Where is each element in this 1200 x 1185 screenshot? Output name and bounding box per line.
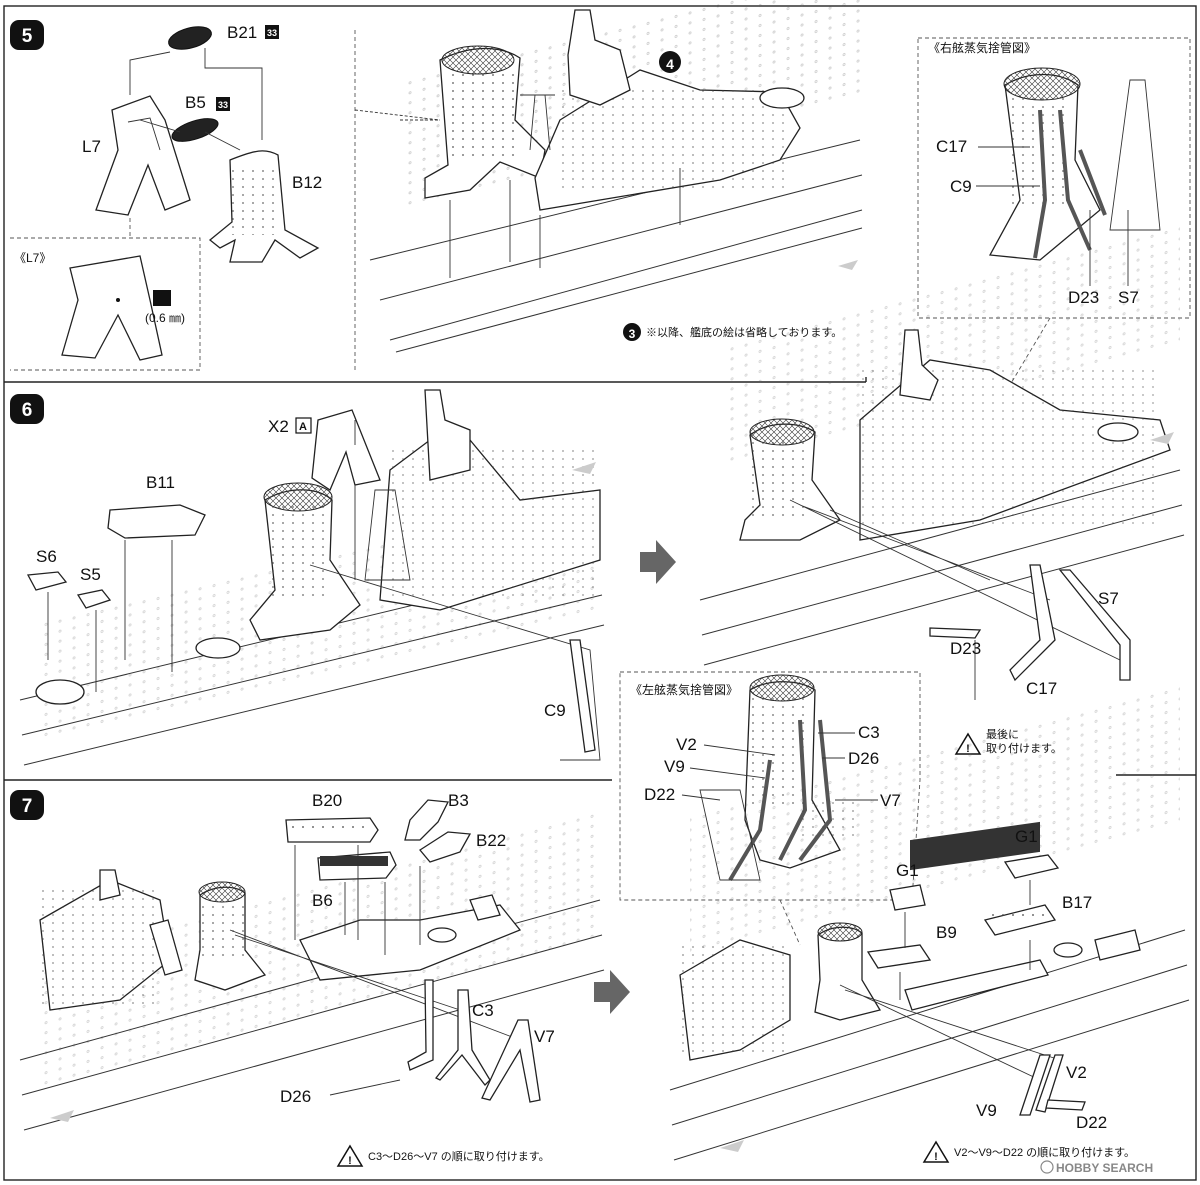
step-7-ship-view bbox=[19, 809, 605, 1131]
step-7-warning-icon: ! bbox=[336, 1144, 364, 1167]
step-7-parts bbox=[285, 799, 541, 1103]
part-label-b6: B6 bbox=[312, 891, 333, 910]
part-label-b3: B3 bbox=[448, 791, 469, 810]
part-label-c3: C3 bbox=[472, 1001, 494, 1020]
part-label-s6: S6 bbox=[36, 547, 57, 566]
part-label-v9: V9 bbox=[976, 1101, 997, 1120]
part-code-badge-b5: 33 bbox=[218, 100, 228, 110]
step-6-panel: 6 X2 A B bbox=[10, 223, 1185, 766]
step-7-badge: 7 bbox=[10, 790, 44, 820]
starboard-inset-title: 《右舷蒸気捨管図》 bbox=[928, 40, 1036, 55]
part-label-b20: B20 bbox=[312, 791, 342, 810]
svg-text:!: ! bbox=[934, 1151, 938, 1163]
part-badge-x2: A bbox=[299, 421, 307, 433]
part-label-c9: C9 bbox=[544, 701, 566, 720]
part-label-x2: X2 bbox=[268, 417, 289, 436]
inset-label-c17: C17 bbox=[936, 137, 967, 156]
step-6-parts bbox=[26, 420, 601, 761]
step-7-number: 7 bbox=[22, 796, 33, 817]
drill-size-label: (0.6 ㎜) bbox=[145, 311, 185, 325]
plate-b21-part bbox=[168, 26, 212, 50]
step-7-arrow-icon bbox=[594, 970, 630, 1014]
part-label-b17: B17 bbox=[1062, 893, 1092, 912]
watermark-text: HOBBY SEARCH bbox=[1056, 1161, 1153, 1175]
inset-label-v2: V2 bbox=[676, 735, 697, 754]
port-inset-title: 《左舷蒸気捨管図》 bbox=[630, 682, 738, 697]
step-7-result-view bbox=[669, 683, 1190, 1161]
inset-label-c9: C9 bbox=[950, 177, 972, 196]
inset-label-c3: C3 bbox=[858, 723, 880, 742]
part-label-b5: B5 bbox=[185, 93, 206, 112]
svg-text:!: ! bbox=[348, 1155, 352, 1167]
bracket-l7-part bbox=[95, 95, 191, 216]
part-label-b22: B22 bbox=[476, 831, 506, 850]
part-code-badge-b21: 33 bbox=[267, 28, 277, 38]
inset-label-v9: V9 bbox=[664, 757, 685, 776]
funnel-b12-part bbox=[208, 150, 320, 263]
part-label-l7: L7 bbox=[82, 137, 101, 156]
part-label-b12: B12 bbox=[292, 173, 322, 192]
step-6-badge: 6 bbox=[10, 394, 44, 424]
part-label-d22: D22 bbox=[1076, 1113, 1107, 1132]
step-5-panel: 5 B21 33 B5 33 L7 B12 《L7》 bbox=[10, 0, 1191, 386]
step-5-ship-view: 4 3 ※以降、艦底の絵は省略しております。 bbox=[354, 0, 863, 353]
inset-label-d26: D26 bbox=[848, 749, 879, 768]
part-label-s5: S5 bbox=[80, 565, 101, 584]
part-label-v2: V2 bbox=[1066, 1063, 1087, 1082]
step-7-right-warning-icon: ! bbox=[922, 1140, 950, 1163]
step-7-warning-text: C3～D26～V7 の順に取り付けます。 bbox=[368, 1150, 550, 1163]
step-6-number: 6 bbox=[22, 400, 33, 421]
step-7-right-warning-text: V2～V9～D22 の順に取り付けます。 bbox=[954, 1146, 1135, 1159]
note-step-number: 3 bbox=[629, 327, 636, 341]
part-label-g1-top: G1 bbox=[1015, 827, 1038, 846]
part-label-s7: S7 bbox=[1098, 589, 1119, 608]
l7-detail-inset: 《L7》 (0.6 ㎜) bbox=[10, 218, 201, 371]
step-5-badge: 5 bbox=[10, 20, 44, 50]
part-label-d23: D23 bbox=[950, 639, 981, 658]
inset-label-d22: D22 bbox=[644, 785, 675, 804]
step-5-number: 5 bbox=[22, 26, 33, 47]
step-6-result-view bbox=[699, 223, 1185, 700]
part-label-d26: D26 bbox=[280, 1087, 311, 1106]
part-label-v7: V7 bbox=[534, 1027, 555, 1046]
part-label-b11: B11 bbox=[146, 473, 175, 492]
part-label-c17: C17 bbox=[1026, 679, 1057, 698]
step-7-panel: 7 bbox=[10, 671, 1190, 1175]
watermark-logo: HOBBY SEARCH bbox=[1040, 1160, 1153, 1175]
part-label-b21: B21 bbox=[227, 23, 257, 42]
step-5-callout-step: 4 bbox=[666, 56, 674, 72]
part-label-g1: G1 bbox=[896, 861, 919, 880]
step-6-arrow-icon bbox=[640, 540, 676, 584]
step-6-ship-view bbox=[19, 389, 605, 766]
l7-inset-title: 《L7》 bbox=[14, 251, 51, 265]
plate-b5-part bbox=[171, 118, 219, 142]
part-label-b9: B9 bbox=[936, 923, 957, 942]
